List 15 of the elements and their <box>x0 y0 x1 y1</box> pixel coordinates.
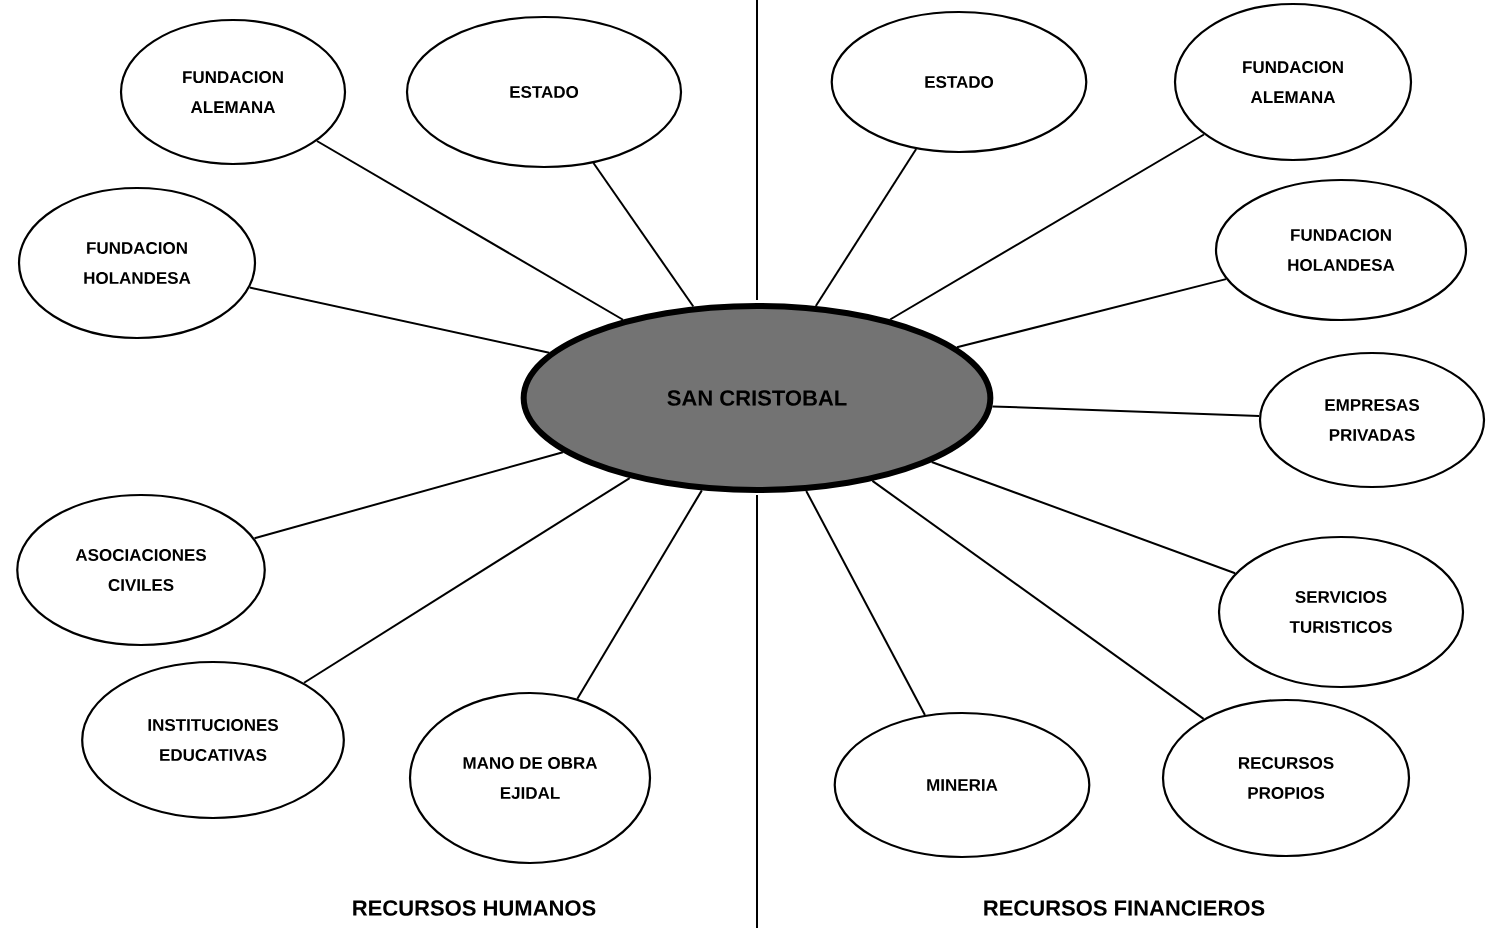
connector-line <box>955 278 1227 349</box>
connector-line <box>253 451 564 540</box>
connector-line <box>930 461 1237 575</box>
connector-line <box>248 286 551 354</box>
connector-line <box>303 477 631 684</box>
connector-line <box>592 162 695 308</box>
connector-line <box>315 140 624 321</box>
connector-line <box>805 489 926 716</box>
connector-line <box>991 405 1261 417</box>
connector-line <box>576 489 703 700</box>
connector-line <box>814 148 918 307</box>
connector-line <box>871 479 1205 720</box>
section-label: RECURSOS HUMANOS <box>353 900 596 916</box>
section-label: RECURSOS FINANCIEROS <box>984 900 1265 916</box>
connector-line <box>889 133 1205 321</box>
